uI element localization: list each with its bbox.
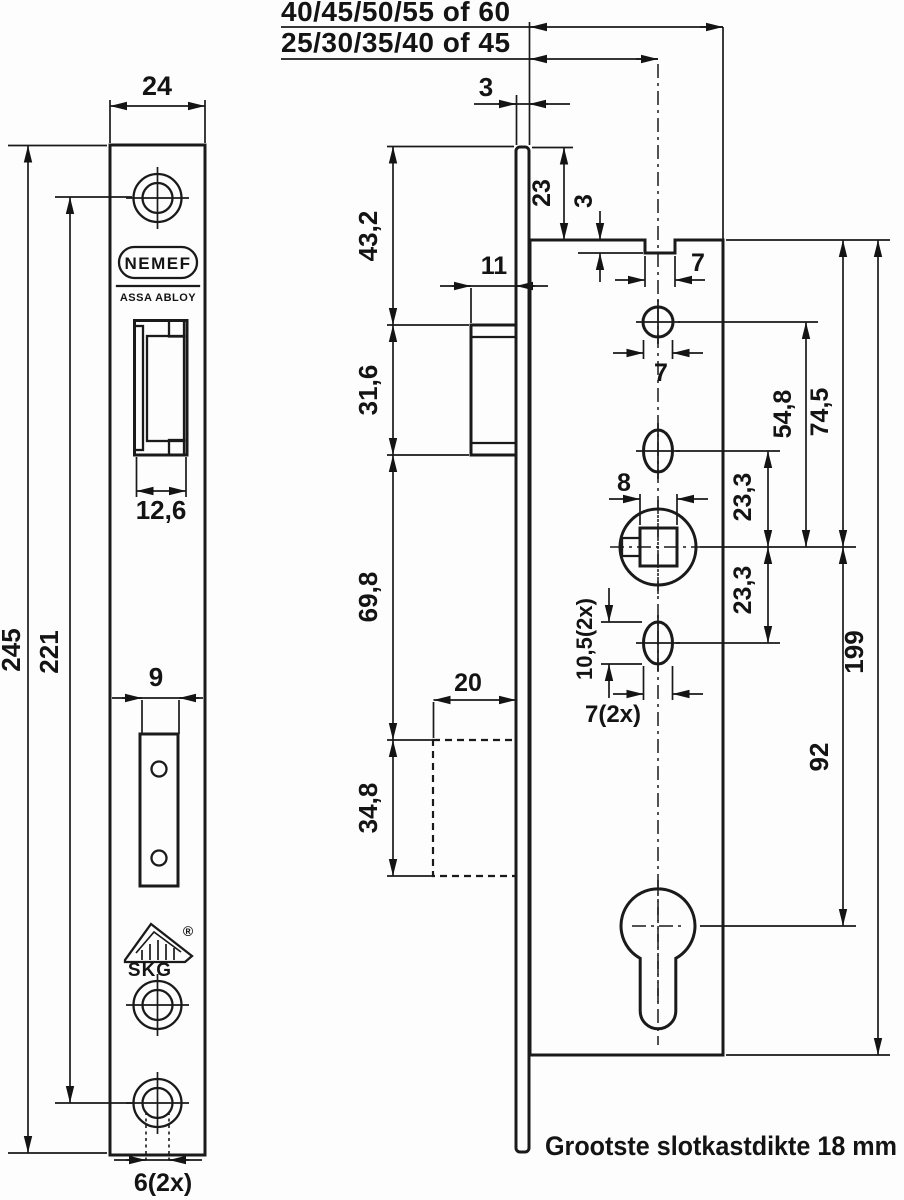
screw-hole-middle <box>126 974 189 1036</box>
faceplate-front-view: NEMEF ASSA ABLOY 12,6 9 <box>0 71 207 1197</box>
dim-label-hole-spacing: 221 <box>34 630 64 673</box>
dim-stack-right-of-case: 54,8 74,5 92 199 <box>726 239 890 1056</box>
dim-label-box-depth: 20 <box>454 669 482 697</box>
dim-label-notch-depth: 3 <box>570 194 598 208</box>
latch-bolt-side <box>469 323 518 457</box>
screw-hole-top <box>126 167 189 229</box>
dim-label-slot-width: 9 <box>149 662 163 692</box>
registered-mark: ® <box>183 923 194 939</box>
brand-text: NEMEF <box>125 254 192 273</box>
gearbox-hidden-outline <box>431 738 518 878</box>
fixing-hole-upper <box>150 760 168 778</box>
dim-label-upper-oval: 23,3 <box>729 473 757 522</box>
dim-slot-width: 9 <box>112 662 203 734</box>
fixing-hole-lower <box>150 849 168 867</box>
dim-latch-width: 12,6 <box>135 457 187 525</box>
latch-tab-bottom <box>167 438 186 457</box>
top-dimensions: 40/45/50/55 of 60 25/30/35/40 of 45 3 <box>281 0 724 239</box>
footer-note: Grootste slotkastdikte 18 mm <box>545 1131 897 1161</box>
dim-label-hole-to-spindle: 54,8 <box>769 390 797 439</box>
dim-label-case-offset: 23 <box>528 179 556 207</box>
dim-notch-depth: 3 <box>570 194 643 282</box>
dim-label-latch-to-box: 69,8 <box>353 572 383 623</box>
dim-hole-spacing: 221 <box>34 196 132 1104</box>
dim-label-plate-thickness: 3 <box>479 72 493 102</box>
handle-fixing-hole: 7 <box>613 300 818 387</box>
dim-screw-dia: 6(2x) <box>114 1112 202 1197</box>
latch-tab-top <box>167 319 186 338</box>
dim-label-spindle-to-cylinder: 92 <box>804 743 834 772</box>
dim-label-latch-protrusion: 11 <box>481 252 508 280</box>
dim-label-notch-width: 7 <box>691 249 705 277</box>
dim-label-top-to-latch: 43,2 <box>353 211 383 262</box>
dim-faceplate-width: 24 <box>109 71 206 143</box>
dim-label-top-to-spindle: 74,5 <box>806 388 834 437</box>
latch-edge-bar <box>133 324 145 452</box>
dim-label-depth-options: 40/45/50/55 of 60 <box>281 0 511 27</box>
cert-text: SKG <box>128 960 172 981</box>
dim-label-latch-height: 31,6 <box>353 365 383 416</box>
lock-case-outline <box>528 238 725 1057</box>
dim-label-spindle-square: 8 <box>617 469 631 497</box>
side-profile-view: 43,2 31,6 69,8 34,8 11 20 23 <box>353 145 573 1154</box>
dim-case-offset: 23 <box>528 146 573 240</box>
dim-label-box-height: 34,8 <box>353 783 383 834</box>
brand-group-text: ASSA ABLOY <box>120 292 196 304</box>
dim-spindle-square: 8 <box>609 469 708 525</box>
screw-hole-bottom <box>126 1072 189 1134</box>
dim-label-screw-dia: 6(2x) <box>134 1169 192 1197</box>
latch-cutout <box>133 319 189 457</box>
dim-label-hole-dia: 7 <box>654 359 668 387</box>
faceplate-outline <box>108 143 207 1157</box>
oval-hole-lower: 10,5(2x) 7(2x) <box>572 588 780 728</box>
dim-label-backset-options: 25/30/35/40 of 45 <box>281 27 511 58</box>
dim-box-depth: 20 <box>432 669 516 738</box>
skg-logo: ® SKG <box>123 922 194 981</box>
dim-label-faceplate-length: 245 <box>0 628 26 671</box>
dim-label-case-length: 199 <box>839 630 869 673</box>
latch-body <box>145 334 186 443</box>
dim-oval-spacing: 23,3 23,3 <box>729 451 773 643</box>
dim-notch-width: 7 <box>615 249 705 287</box>
fixing-plate-slot <box>138 732 180 888</box>
euro-cylinder-hole <box>619 880 856 1031</box>
oval-hole-upper <box>636 423 780 479</box>
dim-label-lower-oval: 23,3 <box>729 566 757 615</box>
spindle-follower <box>610 500 856 594</box>
dim-label-oval-length: 10,5(2x) <box>572 598 597 680</box>
dim-label-latch-width: 12,6 <box>136 495 187 525</box>
dim-faceplate-length: 245 <box>0 144 107 1154</box>
nemef-logo: NEMEF ASSA ABLOY <box>115 245 201 304</box>
dim-label-oval-width: 7(2x) <box>585 701 641 728</box>
lock-case-view: 3 7 7 <box>528 64 890 1057</box>
dim-stack-left-of-side-view: 43,2 31,6 69,8 34,8 <box>353 146 398 876</box>
dim-label-faceplate-width: 24 <box>142 71 172 101</box>
